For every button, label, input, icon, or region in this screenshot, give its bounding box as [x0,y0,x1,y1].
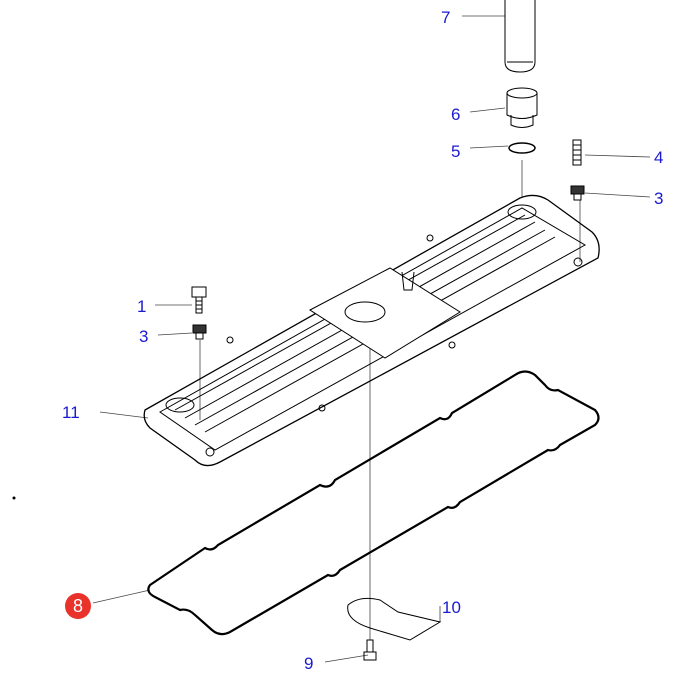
stray-dot [12,496,16,500]
part-6-nut-drawing [506,87,538,128]
part-4-stud-drawing [572,139,582,166]
label-part-7[interactable]: 7 [441,8,451,27]
label-part-3-upper[interactable]: 3 [654,189,664,208]
part-1-bolt-drawing [191,286,207,314]
leader-lines [92,15,651,663]
label-part-10[interactable]: 10 [442,598,461,617]
label-part-8-highlighted[interactable]: 8 [65,593,91,619]
part-9-bolt-drawing [363,639,377,661]
label-part-4[interactable]: 4 [654,148,664,167]
part-11-cover-drawing [143,194,600,467]
part-7-sleeve-drawing [504,0,536,73]
part-5-oring-drawing [508,142,536,154]
label-part-5[interactable]: 5 [451,142,461,161]
label-part-6[interactable]: 6 [451,105,461,124]
part-10-plate-drawing [347,597,442,641]
label-part-9[interactable]: 9 [304,654,314,673]
part-3-grommet-drawing [192,185,585,340]
part-8-gasket-drawing [147,370,600,636]
label-part-3-lower[interactable]: 3 [139,327,149,346]
label-part-11[interactable]: 11 [62,403,80,422]
label-part-1[interactable]: 1 [137,297,147,316]
